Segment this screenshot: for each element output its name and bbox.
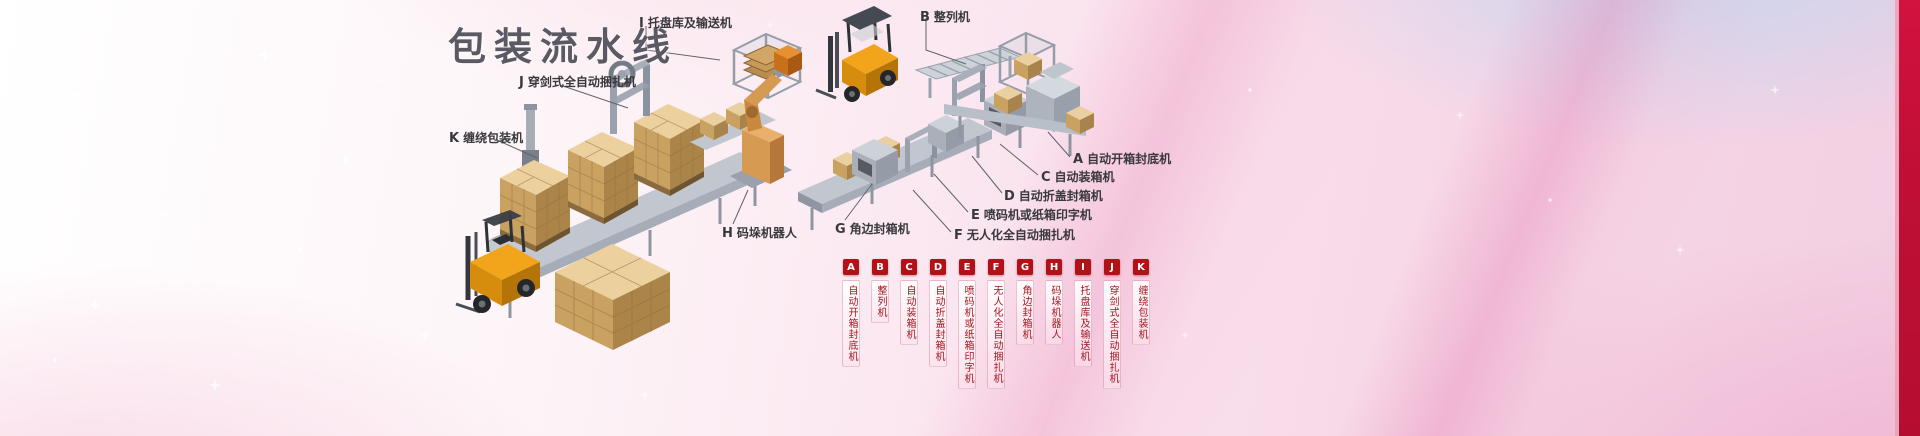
forklift-top [815, 6, 898, 102]
legend-item: H 码垛机器人 [1045, 259, 1063, 345]
legend-label: 穿剑式全自动捆扎机 [1103, 280, 1121, 389]
legend-item: C 自动装箱机 [900, 259, 918, 345]
legend-item: I 托盘库及输送机 [1074, 259, 1092, 367]
right-accent-bar [1895, 0, 1920, 436]
callout-label: 自动折盖封箱机 [1018, 189, 1103, 203]
legend-item: G 角边封箱机 [1016, 259, 1034, 345]
callout-label: 自动装箱机 [1054, 170, 1115, 184]
callout-letter: B [920, 10, 930, 25]
callout-lines [496, 18, 1071, 233]
callout-letter: F [954, 228, 963, 243]
callout-letter: A [1073, 152, 1084, 167]
legend-label: 自动开箱封底机 [842, 280, 860, 367]
callout-letter: K [449, 131, 460, 146]
legend-badge: K [1133, 259, 1149, 275]
exit-conveyor-right [944, 86, 1094, 156]
callout-label: 角边封箱机 [849, 222, 910, 236]
legend-label: 喷码机或纸箱印字机 [958, 280, 976, 389]
legend-item: F 无人化全自动捆扎机 [987, 259, 1005, 389]
legend-badge: B [872, 259, 888, 275]
corner-sealing-machine [852, 139, 898, 185]
callout-label: 托盘库及输送机 [647, 16, 732, 30]
legend-label: 码垛机器人 [1045, 280, 1063, 345]
legend-item: J 穿剑式全自动捆扎机 [1103, 259, 1121, 389]
legend-badge: D [930, 259, 946, 275]
legend-label: 自动装箱机 [900, 280, 918, 345]
callout-label: 喷码机或纸箱印字机 [983, 208, 1092, 222]
legend-label: 自动折盖封箱机 [929, 280, 947, 367]
legend-label: 缠绕包装机 [1132, 280, 1150, 345]
callout-label: 自动开箱封底机 [1087, 152, 1172, 166]
legend-badge: A [843, 259, 859, 275]
callout-label: 整列机 [933, 10, 970, 24]
callout-label: 无人化全自动捆扎机 [966, 228, 1075, 242]
palletizing-robot [730, 45, 802, 188]
legend-label: 托盘库及输送机 [1074, 280, 1092, 367]
forklift-left [455, 210, 540, 314]
legend-badge: F [988, 259, 1004, 275]
page-title: 包装流水线 [448, 25, 679, 69]
legend-badge: I [1075, 259, 1091, 275]
legend-badge: E [959, 259, 975, 275]
legend: A 自动开箱封底机 B 整列机 C 自动装箱机 D 自动折盖封箱机 E 喷码机或… [842, 259, 1150, 389]
callout-label: 码垛机器人 [736, 226, 797, 240]
sparkles [30, 20, 1780, 400]
case-packing-machine [952, 64, 987, 116]
strapping-machine-arch [608, 60, 650, 134]
callout-letter: I [639, 16, 644, 31]
callout-letter: H [722, 226, 733, 241]
callout-letter: C [1041, 170, 1051, 185]
legend-item: K 缠绕包装机 [1132, 259, 1150, 345]
callout-letter: J [519, 75, 524, 90]
finished-goods-stack [554, 244, 671, 350]
legend-label: 整列机 [871, 280, 889, 323]
legend-badge: G [1017, 259, 1033, 275]
legend-badge: J [1104, 259, 1120, 275]
legend-label: 角边封箱机 [1016, 280, 1034, 345]
legend-badge: C [901, 259, 917, 275]
legend-badge: H [1046, 259, 1062, 275]
callout-label: 缠绕包装机 [463, 131, 524, 145]
legend-item: E 喷码机或纸箱印字机 [958, 259, 976, 389]
legend-item: B 整列机 [871, 259, 889, 323]
callout-letter: E [971, 208, 980, 223]
legend-item: D 自动折盖封箱机 [929, 259, 947, 367]
legend-item: A 自动开箱封底机 [842, 259, 860, 367]
callout-letter: G [835, 222, 846, 237]
collating-machine [914, 31, 1057, 98]
legend-label: 无人化全自动捆扎机 [987, 280, 1005, 389]
callout-letter: D [1004, 189, 1015, 204]
callout-label: 穿剑式全自动捆扎机 [527, 75, 636, 89]
